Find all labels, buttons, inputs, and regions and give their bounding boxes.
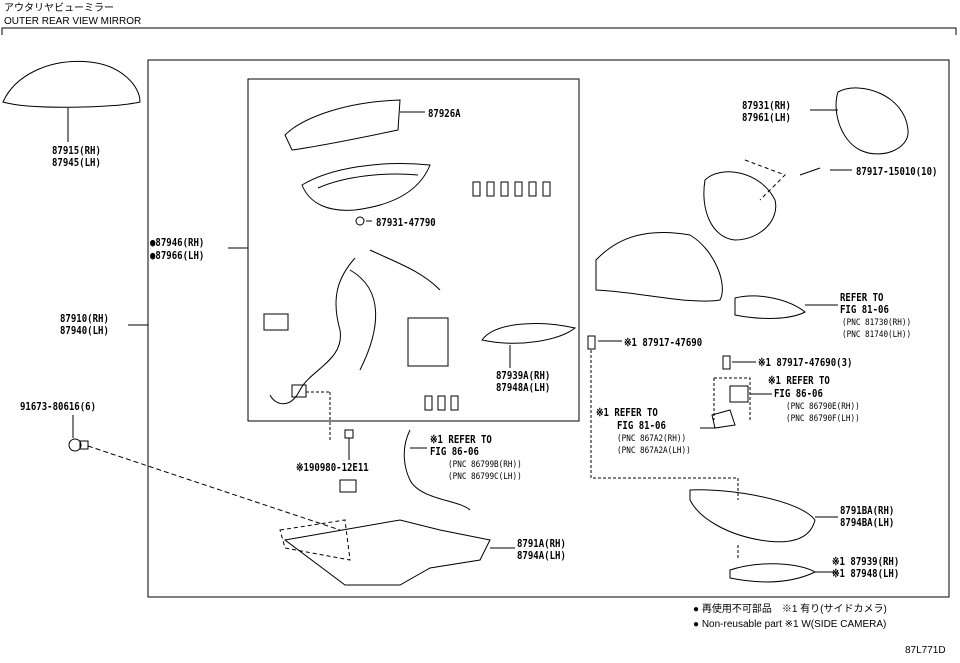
screws-bottom xyxy=(424,395,459,411)
turn-lens-2-shape xyxy=(734,295,806,319)
frame-mid-shape xyxy=(595,231,723,302)
title-japanese: アウタリヤビューミラー xyxy=(4,3,114,14)
ref4-title: ※1 REFER TO xyxy=(596,406,658,419)
ref1-pnc-rh: (PNC 86799B(RH)) xyxy=(448,460,522,470)
nut-87931-47790-shape xyxy=(355,216,365,226)
screws-row xyxy=(472,181,551,197)
glass-87939a-shape xyxy=(481,323,577,344)
motor-unit-shape xyxy=(407,317,449,367)
label-87948-lh: ※1 87948(LH) xyxy=(832,567,900,580)
ref1-pnc-lh: (PNC 86799C(LH)) xyxy=(448,472,522,482)
legend-japanese: ● 再使用不可部品 ※1 有り(サイドカメラ) xyxy=(693,604,887,615)
label-8791ba-rh: 8791BA(RH) xyxy=(840,504,895,517)
header-bracket xyxy=(1,27,957,35)
ref4-pnc-lh: (PNC 867A2A(LH)) xyxy=(617,446,691,456)
cover-87926a-shape xyxy=(284,99,401,151)
camera-harness xyxy=(403,429,471,511)
ref3-title: ※1 REFER TO xyxy=(768,374,830,387)
assembly-frame xyxy=(147,59,950,598)
ref2-pnc-lh: (PNC 81740(LH)) xyxy=(842,330,912,340)
bolt-91673-shape xyxy=(68,438,82,452)
clip-90980-shape xyxy=(344,429,354,439)
ref3-pnc-rh: (PNC 86790E(RH)) xyxy=(786,402,860,412)
label-87966-lh: ●87966(LH) xyxy=(150,249,205,262)
lower-cover-8791ba-shape xyxy=(689,489,816,543)
bolt-91673-thread xyxy=(79,440,89,450)
dashed-47690 xyxy=(590,350,739,500)
camera-bracket-shape xyxy=(729,385,749,403)
title-english: OUTER REAR VIEW MIRROR xyxy=(4,16,142,27)
label-87945-lh: 87945(LH) xyxy=(52,156,101,169)
label-87917-15010: 87917-15010(10) xyxy=(856,165,938,178)
harness-wire-1 xyxy=(269,257,356,405)
legend-english: ● Non-reusable part ※1 W(SIDE CAMERA) xyxy=(693,619,887,630)
dashed-8791a xyxy=(279,519,351,561)
label-87917-47690-3: ※1 87917-47690(3) xyxy=(758,356,853,369)
ref2-fig: FIG 81-06 xyxy=(840,303,889,316)
ref1-fig: FIG 86-06 xyxy=(430,445,479,458)
label-87948a-lh: 87948A(LH) xyxy=(496,381,551,394)
ref3-fig: FIG 86-06 xyxy=(774,387,823,400)
dashed-91673 xyxy=(87,445,341,531)
screw-47690-3-shape xyxy=(722,355,731,370)
ref4-fig: FIG 81-06 xyxy=(617,419,666,432)
glass-87939-shape xyxy=(729,563,817,583)
turn-lens-detail xyxy=(317,173,419,189)
base-8791a-shape xyxy=(283,519,491,586)
camera-connector xyxy=(339,479,357,493)
camera-bracket-2 xyxy=(711,409,736,429)
screw-87917 xyxy=(799,167,821,176)
label-8794ba-lh: 8794BA(LH) xyxy=(840,516,895,529)
mirror-cover-shape xyxy=(2,60,141,108)
label-87939-rh: ※1 87939(RH) xyxy=(832,555,900,568)
motor-assembly-shape xyxy=(703,171,777,241)
harness-wire-3 xyxy=(349,269,377,371)
label-90980: ※190980-12E11 xyxy=(296,461,369,474)
figure-id: 87L771D xyxy=(905,645,946,656)
connector-shape xyxy=(263,313,289,331)
harness-wire-2 xyxy=(369,249,441,291)
label-87961-lh: 87961(LH) xyxy=(742,111,791,124)
housing-87931-shape xyxy=(835,87,909,155)
label-87915-rh: 87915(RH) xyxy=(52,144,101,157)
label-8791a-rh: 8791A(RH) xyxy=(517,537,566,550)
label-87931-rh: 87931(RH) xyxy=(742,99,791,112)
label-87931-47790: 87931-47790 xyxy=(376,216,436,229)
label-87939a-rh: 87939A(RH) xyxy=(496,369,551,382)
dashed-motor xyxy=(744,159,786,201)
ref2-pnc-rh: (PNC 81730(RH)) xyxy=(842,318,912,328)
ref2-title: REFER TO xyxy=(840,291,884,304)
subassembly-box xyxy=(247,78,580,422)
ref1-title: ※1 REFER TO xyxy=(430,433,492,446)
ref4-pnc-rh: (PNC 867A2(RH)) xyxy=(617,434,687,444)
label-91673: 91673-80616(6) xyxy=(20,400,97,413)
label-8794a-lh: 8794A(LH) xyxy=(517,549,566,562)
label-87917-47690: ※1 87917-47690 xyxy=(624,336,703,349)
screw-47690-shape xyxy=(587,335,596,350)
ref3-pnc-lh: (PNC 86790F(LH)) xyxy=(786,414,860,424)
label-87926a: 87926A xyxy=(428,107,461,120)
dashed-47690-3 xyxy=(713,377,751,420)
plug-shape xyxy=(291,384,307,398)
label-87946-rh: ●87946(RH) xyxy=(150,236,205,249)
label-87910-rh: 87910(RH) xyxy=(60,312,109,325)
turn-lens-shape xyxy=(301,163,431,211)
label-87940-lh: 87940(LH) xyxy=(60,324,109,337)
